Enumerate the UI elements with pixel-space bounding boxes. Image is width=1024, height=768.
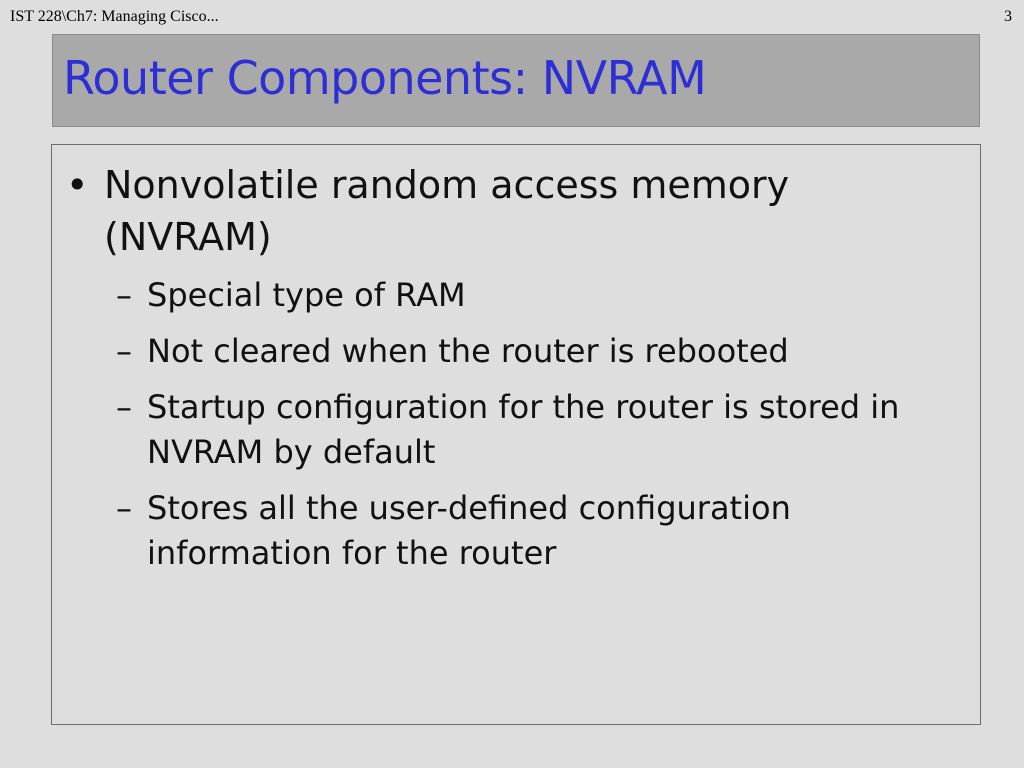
sub-bullet-text: Not cleared when the router is rebooted — [147, 332, 789, 370]
main-bullet-text: Nonvolatile random access memory (NVRAM) — [104, 163, 790, 259]
title-bar: Router Components: NVRAM — [52, 34, 980, 127]
sub-bullet: – Startup configuration for the router i… — [116, 385, 976, 475]
dash-marker: – — [116, 276, 132, 314]
dash-marker: – — [116, 388, 132, 426]
dash-marker: – — [116, 489, 132, 527]
sub-bullet: – Not cleared when the router is reboote… — [116, 329, 976, 374]
course-header: IST 228\Ch7: Managing Cisco... — [10, 8, 219, 25]
sub-bullet-text: Special type of RAM — [147, 276, 466, 314]
bullet-marker: • — [66, 163, 89, 207]
main-bullet: • Nonvolatile random access memory (NVRA… — [62, 159, 967, 263]
sub-bullet-list: – Special type of RAM – Not cleared when… — [116, 273, 976, 587]
sub-bullet: – Stores all the user-defined configurat… — [116, 486, 976, 576]
page-number: 3 — [1004, 8, 1012, 25]
sub-bullet: – Special type of RAM — [116, 273, 976, 318]
content-panel: • Nonvolatile random access memory (NVRA… — [51, 144, 981, 725]
slide-title: Router Components: NVRAM — [63, 51, 707, 105]
sub-bullet-text: Startup configuration for the router is … — [147, 388, 900, 471]
dash-marker: – — [116, 332, 132, 370]
sub-bullet-text: Stores all the user-defined configuratio… — [147, 489, 791, 572]
